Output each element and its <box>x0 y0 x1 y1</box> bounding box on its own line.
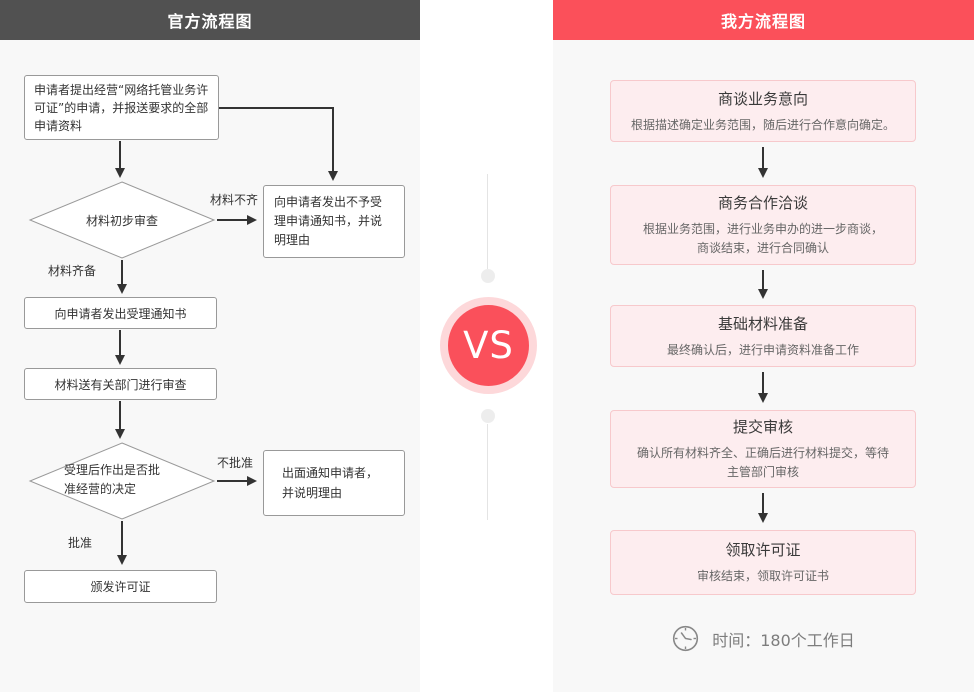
step-title: 提交审核 <box>732 418 793 436</box>
our-flow-title: 我方流程图 <box>720 12 806 31</box>
divider-line-top <box>487 174 488 269</box>
step-desc: 根据业务范围，进行业务申办的进一步商谈， 商谈结束，进行合同确认 <box>642 222 883 255</box>
step-card-cooperation-talk: 商务合作洽谈 根据业务范围，进行业务申办的进一步商谈， 商谈结束，进行合同确认 <box>610 185 916 265</box>
vs-badge: VS <box>440 297 537 394</box>
flow-node-decision-label: 受理后作出是否批 准经营的决定 <box>64 463 161 496</box>
clock-icon <box>673 625 699 652</box>
flow-node-notify: 出面通知申请者， 并说明理由 <box>263 450 405 516</box>
step-title: 商谈业务意向 <box>717 89 808 108</box>
edge-label-approved: 批准 <box>68 536 93 550</box>
flow-node-accept-notice: 向申请者发出受理通知书 <box>24 297 217 329</box>
step-title: 商务合作洽谈 <box>717 194 808 212</box>
flow-node-apply-text: 申请者提出经营“网络托管业务许可证”的申请，并报送要求的全部申请资料 <box>34 82 209 133</box>
step-desc: 审核结束，领取许可证书 <box>696 569 829 583</box>
step-card-submit-review: 提交审核 确认所有材料齐全、正确后进行材料提交，等待 主管部门审核 <box>610 410 916 488</box>
our-flow-panel: 我方流程图 商谈业务意向 根据描述确定业务范围，随后进行合作意向确定。 商务合作… <box>553 0 974 692</box>
official-flow-title: 官方流程图 <box>167 12 253 31</box>
step-card-material-prep: 基础材料准备 最终确认后，进行申请资料准备工作 <box>610 305 916 367</box>
divider-dot-top <box>481 269 495 283</box>
time-note-row: 时间：180个工作日 <box>553 625 974 652</box>
flow-node-issue: 颁发许可证 <box>24 570 217 603</box>
step-title: 基础材料准备 <box>717 314 808 333</box>
step-desc: 根据描述确定业务范围，随后进行合作意向确定。 <box>630 117 895 132</box>
official-flow-header: 官方流程图 <box>0 0 420 40</box>
edge-label-complete: 材料齐备 <box>48 264 97 278</box>
step-desc: 最终确认后，进行申请资料准备工作 <box>666 342 859 357</box>
step-card-business-intent: 商谈业务意向 根据描述确定业务范围，随后进行合作意向确定。 <box>610 80 916 142</box>
edge-label-incomplete: 材料不齐 <box>210 193 259 207</box>
our-flow-header: 我方流程图 <box>553 0 974 40</box>
divider-line-bottom <box>487 424 488 520</box>
step-title: 领取许可证 <box>725 541 801 559</box>
official-flow-panel: 官方流程图 申请者提出经营“网络托管业务许可证”的申请，并报送要求的全部申请资料… <box>0 0 420 692</box>
flow-node-initial-review-label: 材料初步审查 <box>85 214 158 228</box>
flow-node-apply: 申请者提出经营“网络托管业务许可证”的申请，并报送要求的全部申请资料 <box>24 75 219 140</box>
step-desc: 确认所有材料齐全、正确后进行材料提交，等待 主管部门审核 <box>636 446 889 479</box>
flow-node-dept-review: 材料送有关部门进行审查 <box>24 368 217 400</box>
time-note-text: 时间：180个工作日 <box>712 630 855 650</box>
flow-node-reject-notice: 向申请者发出不予受 理申请通知书，并说 明理由 <box>263 185 405 258</box>
edge-label-not-approved: 不批准 <box>217 456 254 470</box>
connector-apply-to-reject <box>219 107 338 181</box>
divider-dot-bottom <box>481 409 495 423</box>
vs-label: VS <box>463 324 514 367</box>
step-card-get-license: 领取许可证 审核结束，领取许可证书 <box>610 530 916 595</box>
